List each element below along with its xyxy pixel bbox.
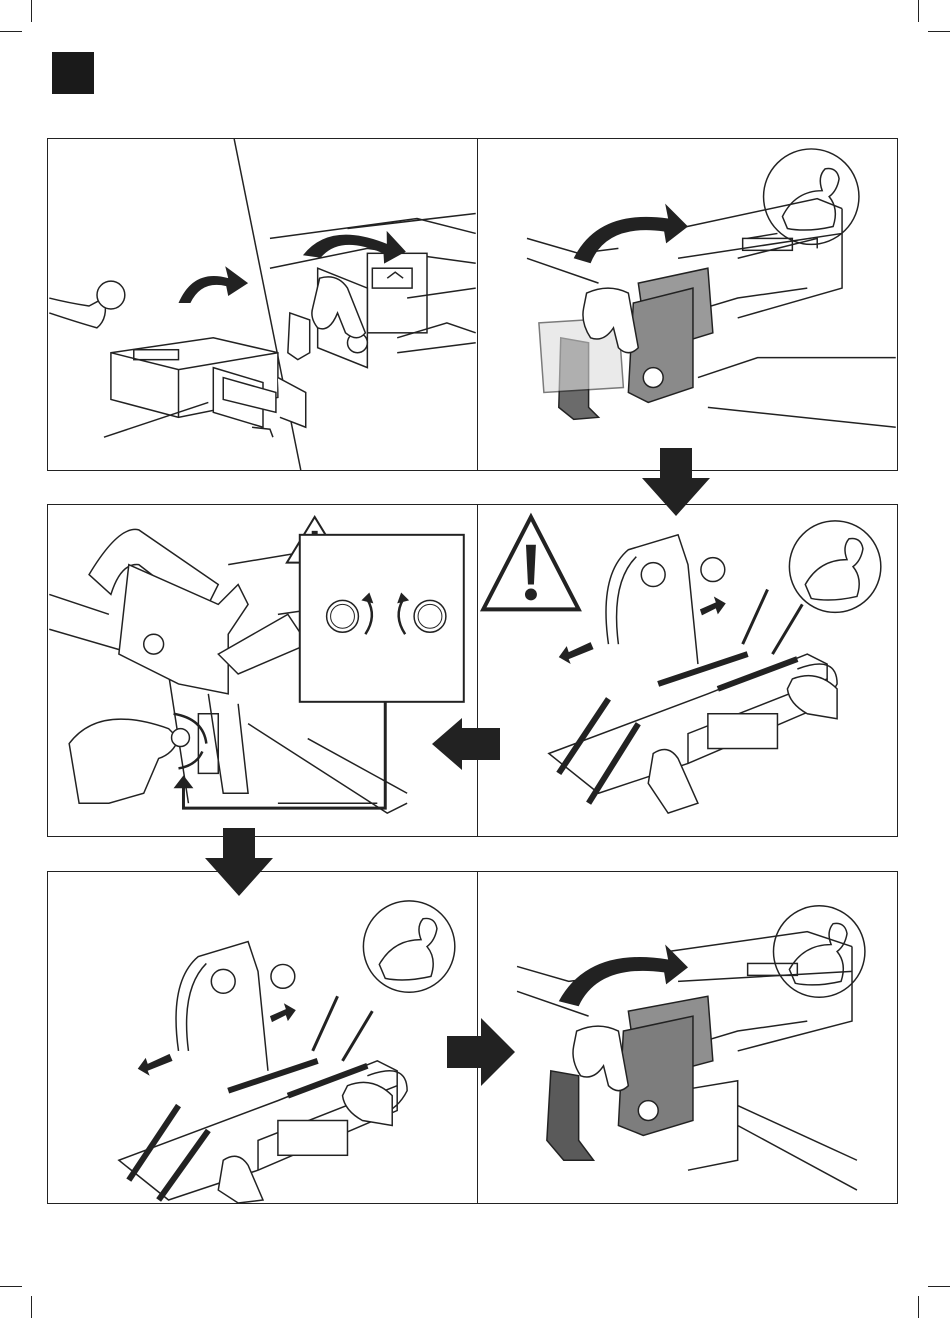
panel-3 [48, 505, 477, 836]
panel-6-illustration [478, 872, 897, 1203]
slide-arrow-icon [270, 1003, 296, 1022]
rotate-arrow-icon [559, 945, 688, 1007]
strength-arm-icon [363, 901, 454, 992]
handle-hand-icon [573, 1026, 628, 1091]
panel-2 [478, 139, 897, 470]
crop-mark [31, 0, 32, 22]
flow-arrow-right [447, 1018, 515, 1086]
crop-mark [0, 31, 22, 32]
flow-arrow-down [205, 828, 273, 896]
slide-arrow-icon [700, 596, 726, 615]
strength-arm-icon [773, 906, 864, 997]
carrier-body [104, 338, 278, 437]
rotation-direction-icon [300, 535, 464, 702]
step-marker [52, 52, 94, 94]
row-1 [47, 138, 898, 471]
flow-arrow-left [432, 718, 500, 770]
handle-clamp [89, 529, 308, 693]
panel-1 [48, 139, 477, 470]
slide-arrow-icon [559, 642, 594, 664]
panel-2-illustration [478, 139, 897, 470]
crop-mark [0, 1286, 22, 1287]
panel-4-illustration [478, 505, 897, 836]
crop-mark [918, 0, 919, 22]
leader-arrow [174, 775, 194, 788]
panel-5-illustration [48, 872, 477, 1203]
row-2 [47, 504, 898, 837]
warning-triangle-icon [483, 517, 578, 609]
crop-mark [31, 1296, 32, 1318]
panel-3-illustration [48, 505, 477, 836]
flow-arrow-down [642, 448, 710, 516]
bike-carrier-icon [119, 942, 407, 1200]
panel-6 [478, 872, 897, 1203]
crop-mark [918, 1296, 919, 1318]
crop-mark [928, 1286, 950, 1287]
panel-1-illustration [48, 139, 477, 470]
lever-mechanism [547, 996, 713, 1160]
panel-5 [48, 872, 477, 1203]
towball-icon [49, 281, 125, 328]
slide-arrow-icon [138, 1054, 173, 1076]
panel-4 [478, 505, 897, 836]
strength-arm-icon [789, 521, 880, 612]
strength-arm-icon [764, 149, 859, 244]
illustration-grid [47, 138, 898, 1205]
rotate-arrow-icon [574, 204, 688, 264]
crop-mark [928, 31, 950, 32]
